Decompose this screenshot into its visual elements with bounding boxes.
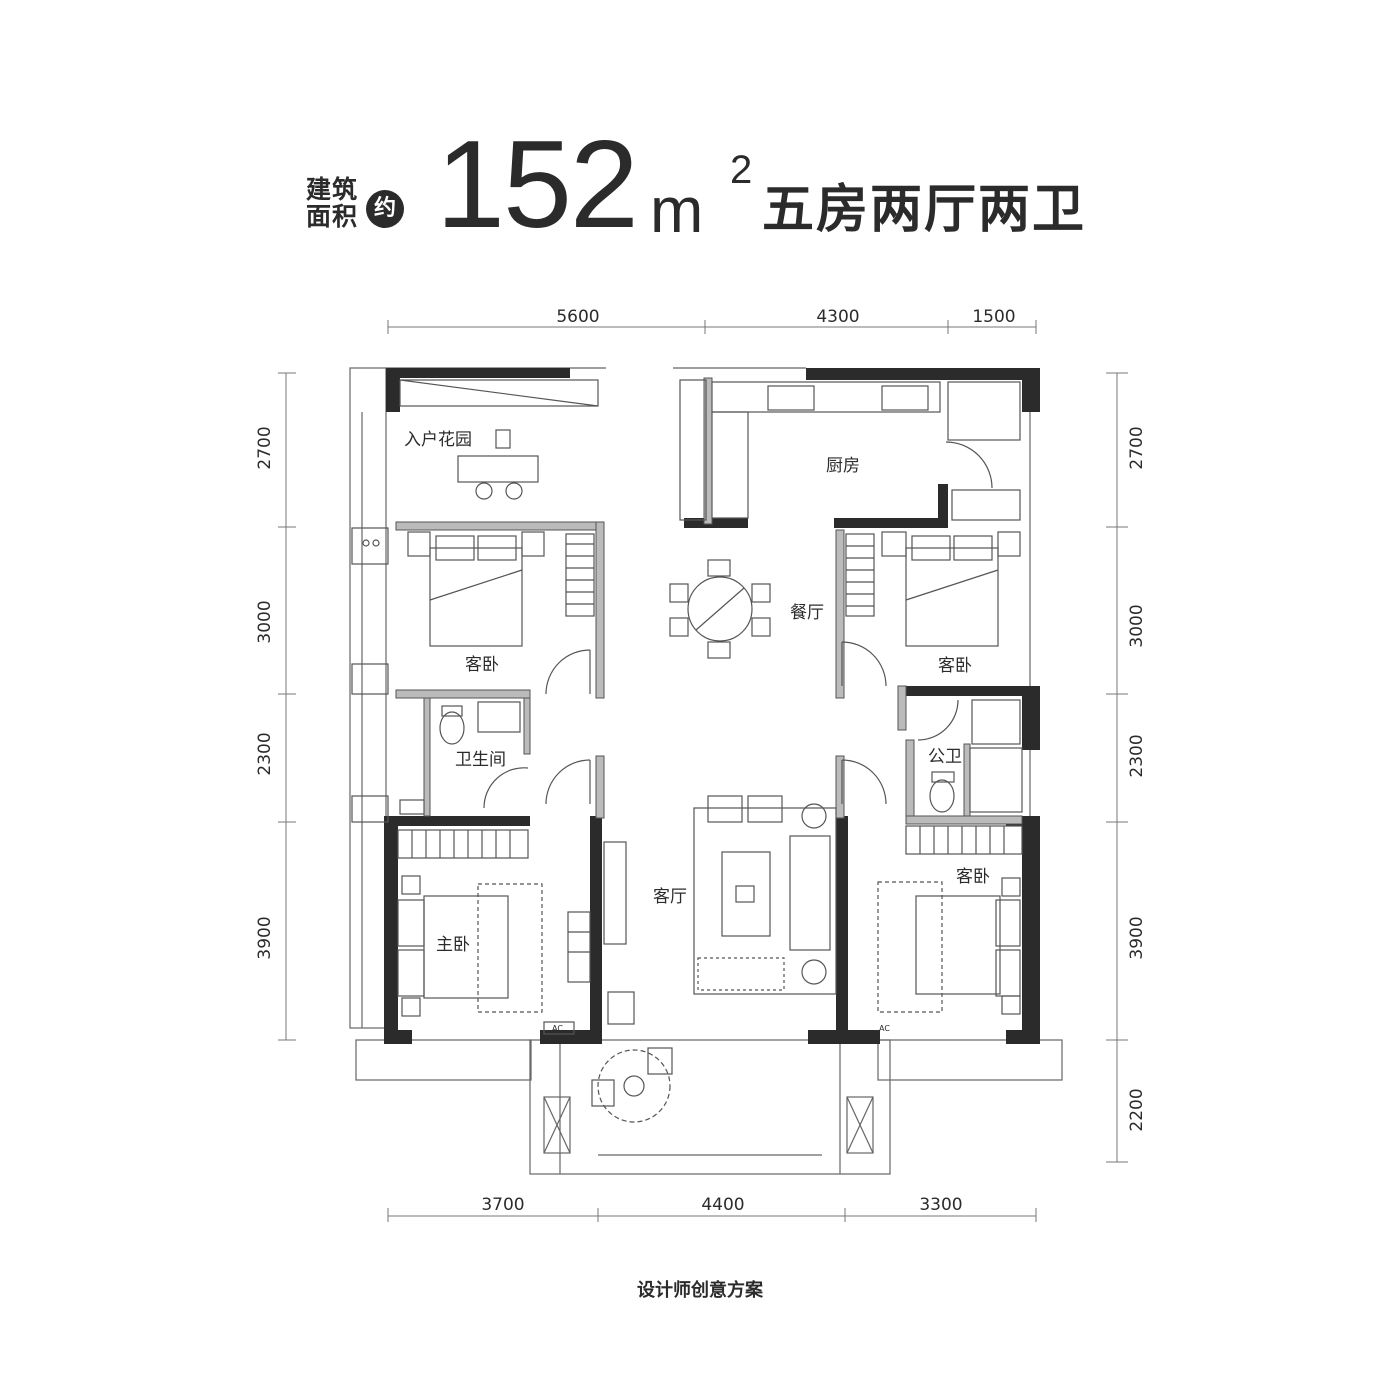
room-label-guest-bedroom-ne: 客卧 xyxy=(938,656,972,676)
south-balcony-west xyxy=(355,1039,532,1081)
ac-label-se: AC xyxy=(879,1024,890,1033)
wardrobe-nw xyxy=(565,533,595,617)
south-balcony-east xyxy=(877,1039,1063,1081)
toilet-public xyxy=(929,779,955,813)
bed-master xyxy=(423,895,509,999)
wardrobe-se xyxy=(905,825,1023,855)
kitchen-counter xyxy=(711,381,941,413)
structural-walls xyxy=(384,368,1040,1044)
approx-badge: 约 xyxy=(366,190,404,228)
kitchen-sink xyxy=(881,385,929,411)
dim-bottom-2: 4400 xyxy=(701,1195,744,1215)
garden-table xyxy=(457,455,539,483)
area-label-line1: 建筑 xyxy=(306,175,359,204)
dim-left-3: 2300 xyxy=(255,732,275,775)
area-label-line2: 面积 xyxy=(306,202,359,231)
toilet-bath xyxy=(439,711,465,745)
room-label-bathroom: 卫生间 xyxy=(455,750,506,770)
area-unit: m xyxy=(650,174,704,246)
footer-note: 设计师创意方案 xyxy=(637,1280,763,1301)
room-label-kitchen: 厨房 xyxy=(826,456,860,476)
bed-nw xyxy=(429,547,523,647)
dim-right-5: 2200 xyxy=(1127,1088,1147,1131)
room-label-guest-bedroom-se: 客卧 xyxy=(956,867,990,887)
partition-walls xyxy=(395,377,1023,825)
bed-ne xyxy=(905,547,999,647)
dim-right-1: 2700 xyxy=(1127,426,1147,469)
dim-bottom-3: 3300 xyxy=(919,1195,962,1215)
room-label-dining: 餐厅 xyxy=(790,603,824,623)
door-swing xyxy=(545,649,591,695)
dim-left-4: 3900 xyxy=(255,916,275,959)
sink-bath xyxy=(477,701,521,733)
area-unit-superscript: 2 xyxy=(730,148,753,192)
dining-table xyxy=(687,576,753,642)
balcony-table xyxy=(597,1049,671,1123)
west-window-strip xyxy=(349,367,387,1029)
area-value: 152 xyxy=(436,116,639,254)
wardrobe-master xyxy=(397,829,529,859)
dim-top-3: 1500 xyxy=(972,307,1015,327)
coffee-table xyxy=(721,851,771,937)
room-label-guest-bedroom-nw: 客卧 xyxy=(465,655,499,675)
dim-left-1: 2700 xyxy=(255,426,275,469)
sink-public xyxy=(971,699,1021,745)
dim-right-4: 3900 xyxy=(1127,916,1147,959)
layout-type: 五房两厅两卫 xyxy=(762,180,1087,240)
room-label-master-bedroom: 主卧 xyxy=(436,935,470,955)
room-label-public-bath: 公卫 xyxy=(928,747,962,767)
entry-cabinet xyxy=(399,379,599,407)
dim-top-2: 4300 xyxy=(816,307,859,327)
tv-cabinet xyxy=(603,841,627,945)
ac-label-master: AC xyxy=(552,1024,563,1033)
area-label: 建筑 面积 xyxy=(306,176,358,230)
dim-top-1: 5600 xyxy=(556,307,599,327)
dim-right-2: 3000 xyxy=(1127,604,1147,647)
sofa xyxy=(789,835,831,951)
south-balcony-main xyxy=(529,1039,891,1175)
dim-left-2: 3000 xyxy=(255,600,275,643)
dim-right-3: 2300 xyxy=(1127,734,1147,777)
room-label-living: 客厅 xyxy=(653,887,687,907)
dim-bottom-1: 3700 xyxy=(481,1195,524,1215)
shower-ne xyxy=(947,381,1021,441)
wardrobe-ne xyxy=(845,533,875,617)
plan-header: 建筑 面积 约 152 m 2 五房两厅两卫 xyxy=(0,0,1400,260)
bed-se xyxy=(915,895,1001,995)
room-label-entry-garden: 入户花园 xyxy=(404,430,472,450)
living-rug xyxy=(693,807,837,995)
stove xyxy=(767,385,815,411)
